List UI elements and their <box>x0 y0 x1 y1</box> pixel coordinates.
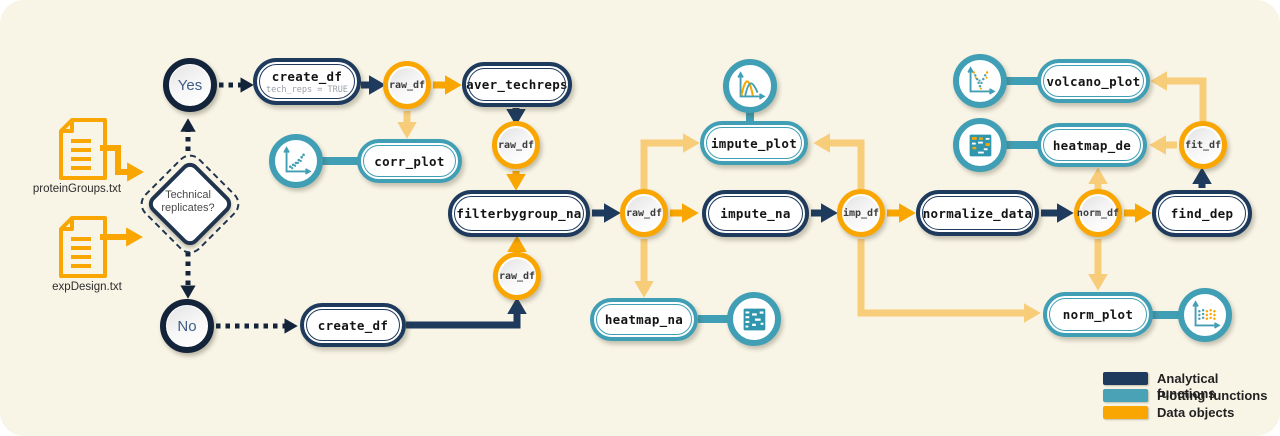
arrow-proteingroups-to-decision <box>100 145 144 182</box>
node-aver-techreps: aver_techreps <box>462 62 572 107</box>
arrow-createdf2-to-rawdf <box>406 297 527 329</box>
node-impute-na: impute_na <box>702 190 809 237</box>
node-normalize-data: normalize_data <box>916 190 1039 236</box>
node-heatmap-na: heatmap_na <box>590 298 698 341</box>
legend-label-plotting: Plotting functions <box>1157 388 1268 403</box>
node-create-df-top: create_df tech_reps = TRUE <box>253 58 361 105</box>
data-raw-df-4: raw_df <box>620 189 668 237</box>
volcano-scatter-icon <box>953 54 1007 108</box>
legend-label-data: Data objects <box>1157 405 1235 420</box>
node-heatmap-de: heatmap_de <box>1037 123 1147 167</box>
arrow-impdf-to-imputeplot <box>813 133 865 189</box>
yes-node: Yes <box>163 58 217 112</box>
data-raw-df-2: raw_df <box>492 121 540 169</box>
scatter-plot-icon <box>269 134 323 188</box>
no-node: No <box>160 299 214 353</box>
data-raw-df-1: raw_df <box>383 61 431 109</box>
data-fit-df: fit_df <box>1179 121 1227 169</box>
node-create-df-bottom: create_df <box>300 303 406 347</box>
arrow-rawdf-to-imputeplot <box>640 133 700 189</box>
node-filterbygroup-na: filterbygroup_na <box>448 190 590 237</box>
document-icon <box>59 216 107 278</box>
heatmap-icon <box>727 292 781 346</box>
data-imp-df: imp_df <box>837 189 885 237</box>
file-label-proteingroups: proteinGroups.txt <box>32 183 122 195</box>
legend-label-analytical: Analytical functions <box>1157 371 1219 401</box>
legend-swatch-plotting <box>1103 389 1148 402</box>
data-raw-df-3: raw_df <box>493 252 541 300</box>
file-label-expdesign: expDesign.txt <box>52 281 122 293</box>
document-icon <box>59 118 107 180</box>
data-norm-df: norm_df <box>1074 189 1122 237</box>
legend-swatch-data <box>1103 406 1148 419</box>
heatmap-colored-icon <box>953 118 1007 172</box>
node-corr-plot: corr_plot <box>357 139 462 183</box>
legend-swatch-analytical <box>1103 372 1148 385</box>
dot-columns-plot-icon <box>1178 288 1232 342</box>
node-volcano-plot: volcano_plot <box>1037 59 1150 103</box>
decision-question: Technical replicates? <box>161 189 215 214</box>
node-find-dep: find_dep <box>1152 190 1252 237</box>
node-norm-plot: norm_plot <box>1043 292 1153 337</box>
arrow-fitdf-to-volcanoplot <box>1150 71 1207 121</box>
create-df-param: tech_reps = TRUE <box>266 84 348 95</box>
node-impute-plot: impute_plot <box>700 121 808 165</box>
density-plot-icon <box>723 59 777 113</box>
arrow-impdf-to-normplot <box>857 239 1041 323</box>
